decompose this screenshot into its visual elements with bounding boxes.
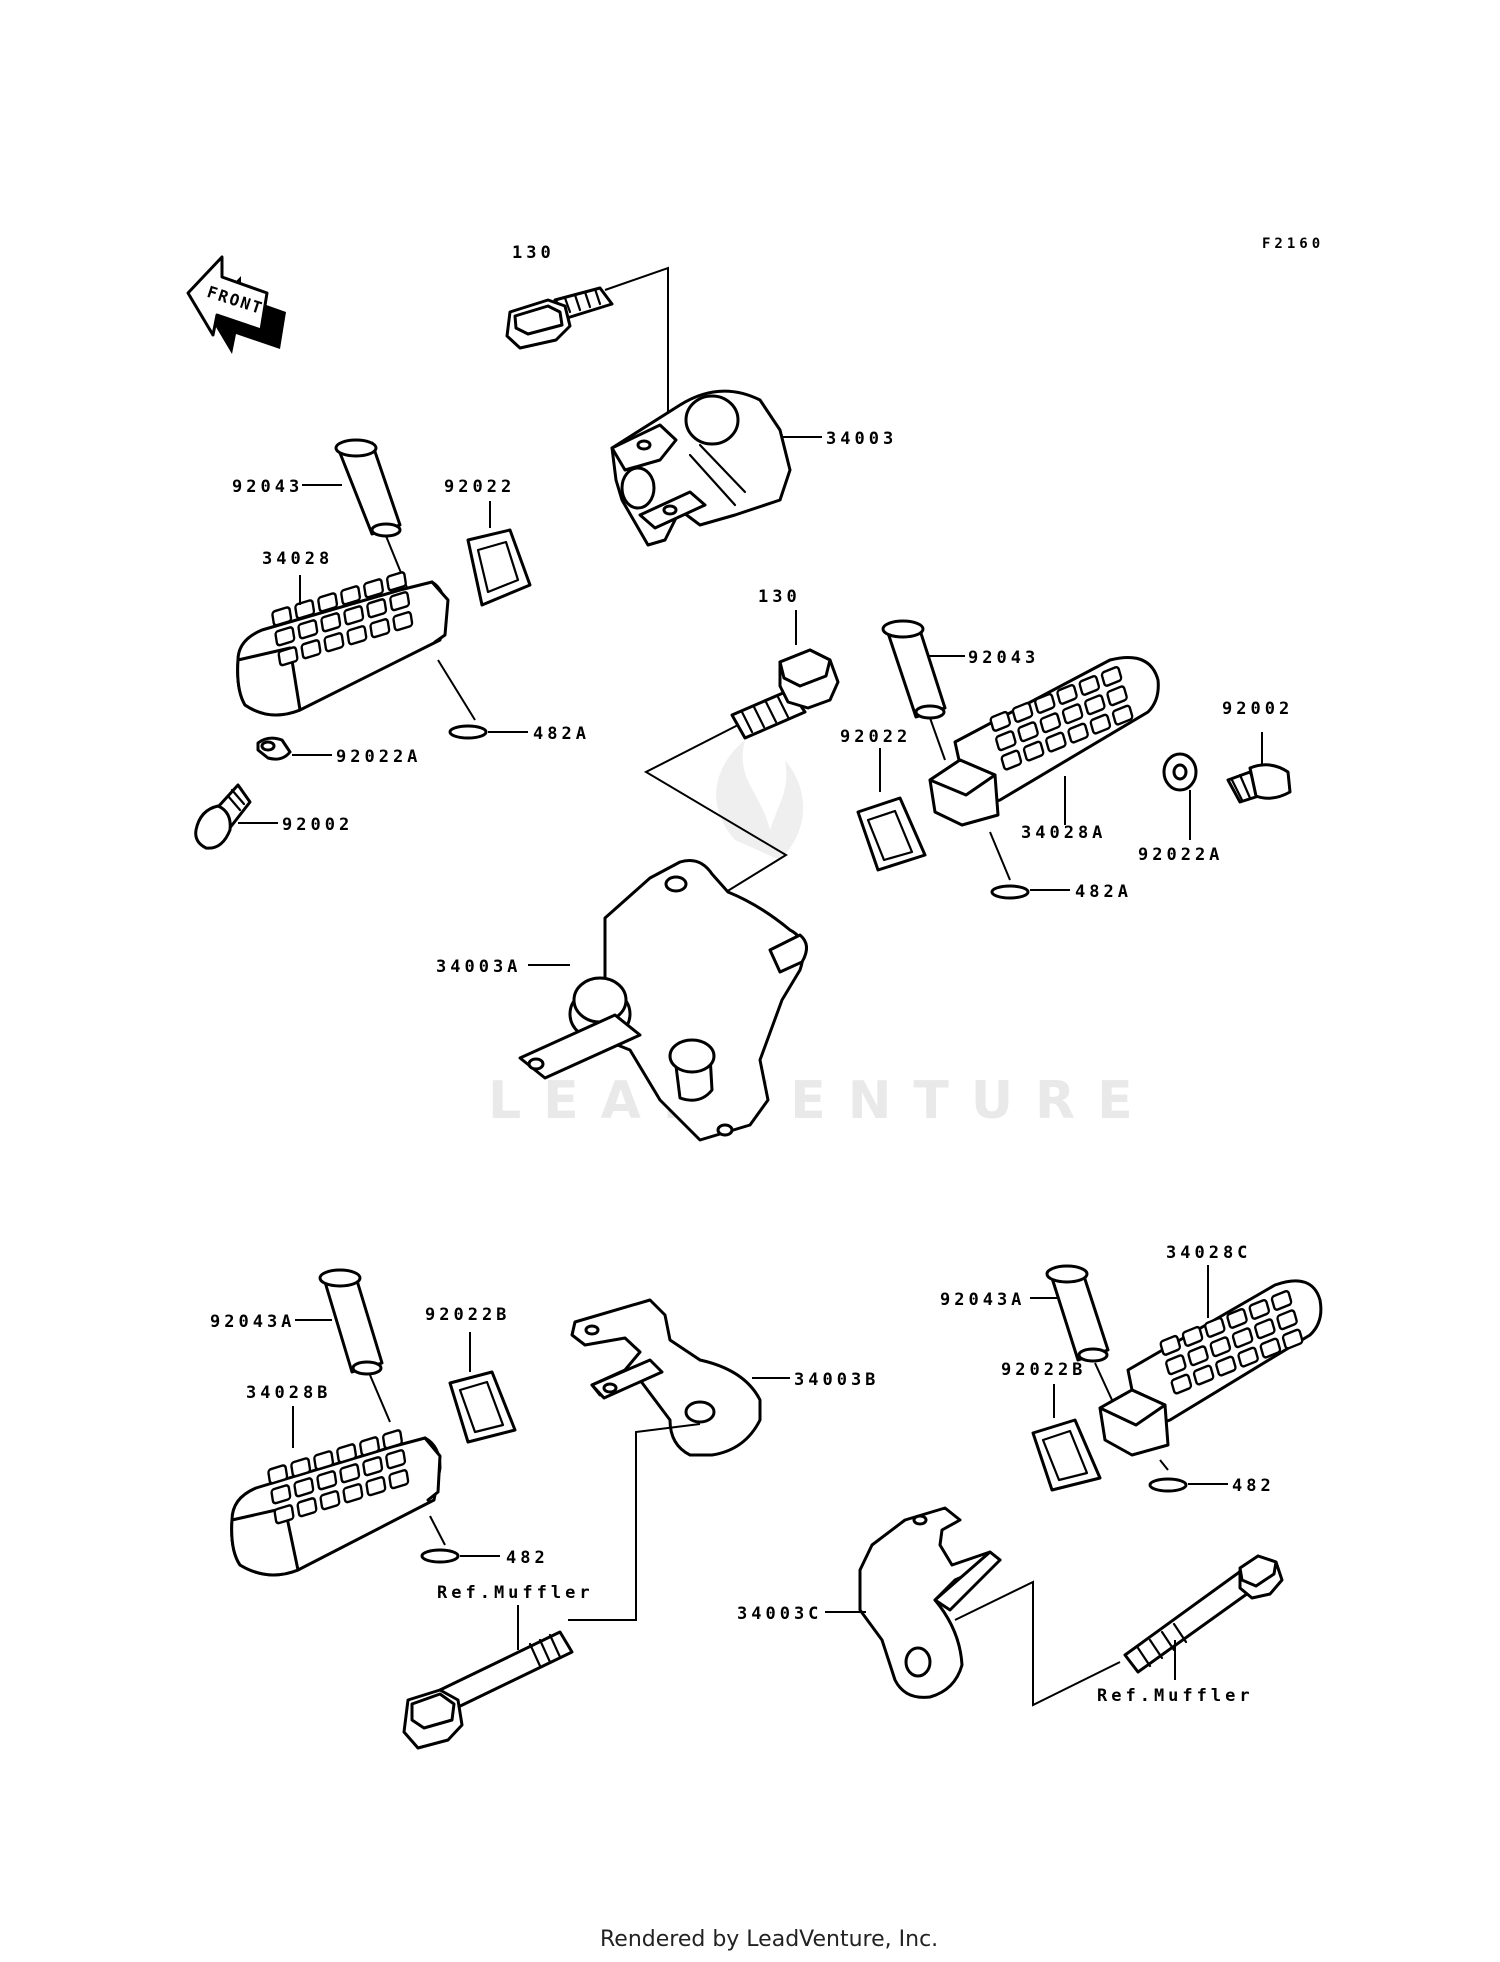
bracket-34003a	[518, 859, 808, 1142]
label-92022b-left: 92022B	[425, 1305, 510, 1325]
diagram-code: F2160	[1262, 236, 1324, 252]
label-130-top: 130	[512, 243, 555, 263]
watermark-text: LEADVENTURE	[488, 1071, 1155, 1131]
collar-92022b-right	[1031, 1418, 1102, 1492]
label-34003: 34003	[826, 429, 897, 449]
label-92043-left: 92043	[232, 477, 303, 497]
label-92002-right: 92002	[1222, 699, 1293, 719]
watermark-logo: LEADVENTURE	[488, 740, 1155, 1131]
washer-482-right	[1148, 1477, 1188, 1493]
label-482-left: 482	[506, 1548, 549, 1568]
label-92022a-right: 92022A	[1138, 845, 1223, 865]
pin-92043a-left	[318, 1268, 384, 1376]
label-92043a-left: 92043A	[210, 1312, 295, 1332]
label-92022a-left: 92022A	[336, 747, 421, 767]
bumper-92002-left	[194, 783, 252, 850]
label-34028b: 34028B	[246, 1383, 331, 1403]
bracket-34003b	[570, 1298, 762, 1457]
label-92002-left: 92002	[282, 815, 353, 835]
pin-92043-right	[881, 619, 947, 720]
label-ref-muffler-left: Ref.Muffler	[437, 1583, 594, 1603]
footpeg-34028c	[1098, 1279, 1323, 1457]
label-34028a: 34028A	[1021, 823, 1106, 843]
footpeg-34028	[236, 570, 450, 717]
bolt-130-top	[505, 286, 614, 350]
bracket-34003	[610, 389, 792, 547]
callout-labels: 130 34003 92043 92022 34028 482A 92022A …	[210, 243, 1293, 1706]
label-92043a-right: 92043A	[940, 1290, 1025, 1310]
bumper-92002-right	[1226, 763, 1292, 804]
washer-92022a-left	[256, 736, 292, 761]
collar-92022-left	[466, 528, 532, 607]
label-92022-center: 92022	[840, 727, 911, 747]
label-34003b: 34003B	[794, 1370, 879, 1390]
label-ref-muffler-right: Ref.Muffler	[1097, 1686, 1254, 1706]
label-92022-left: 92022	[444, 477, 515, 497]
label-34003c: 34003C	[737, 1604, 822, 1624]
pin-92043-left	[334, 438, 402, 538]
label-34028: 34028	[262, 549, 333, 569]
label-482-right: 482	[1232, 1476, 1275, 1496]
label-92022b-right: 92022B	[1001, 1360, 1086, 1380]
bolt-ref-muffler-left	[402, 1630, 574, 1750]
bolt-ref-muffler-right	[1123, 1554, 1284, 1674]
label-130-middle: 130	[758, 587, 801, 607]
footpeg-34028b	[230, 1428, 442, 1577]
washer-92022a-right	[1162, 752, 1198, 792]
pin-92043a-right	[1045, 1264, 1110, 1363]
collar-92022b-left	[448, 1370, 517, 1444]
label-482a-left: 482A	[533, 724, 590, 744]
bracket-34003c	[858, 1506, 1002, 1699]
label-34028c: 34028C	[1166, 1243, 1251, 1263]
label-92043-right: 92043	[968, 648, 1039, 668]
label-34003a: 34003A	[436, 957, 521, 977]
footpeg-34028a	[928, 656, 1160, 827]
washer-482a-left	[448, 724, 488, 740]
collar-92022-center	[856, 796, 927, 872]
front-arrow-icon: FRONT	[186, 255, 286, 354]
label-482a-right: 482A	[1075, 882, 1132, 902]
washer-482a-right	[990, 884, 1030, 900]
bolt-130-middle	[730, 648, 840, 740]
footer-credit: Rendered by LeadVenture, Inc.	[600, 1927, 938, 1952]
washer-482-left	[420, 1548, 460, 1564]
